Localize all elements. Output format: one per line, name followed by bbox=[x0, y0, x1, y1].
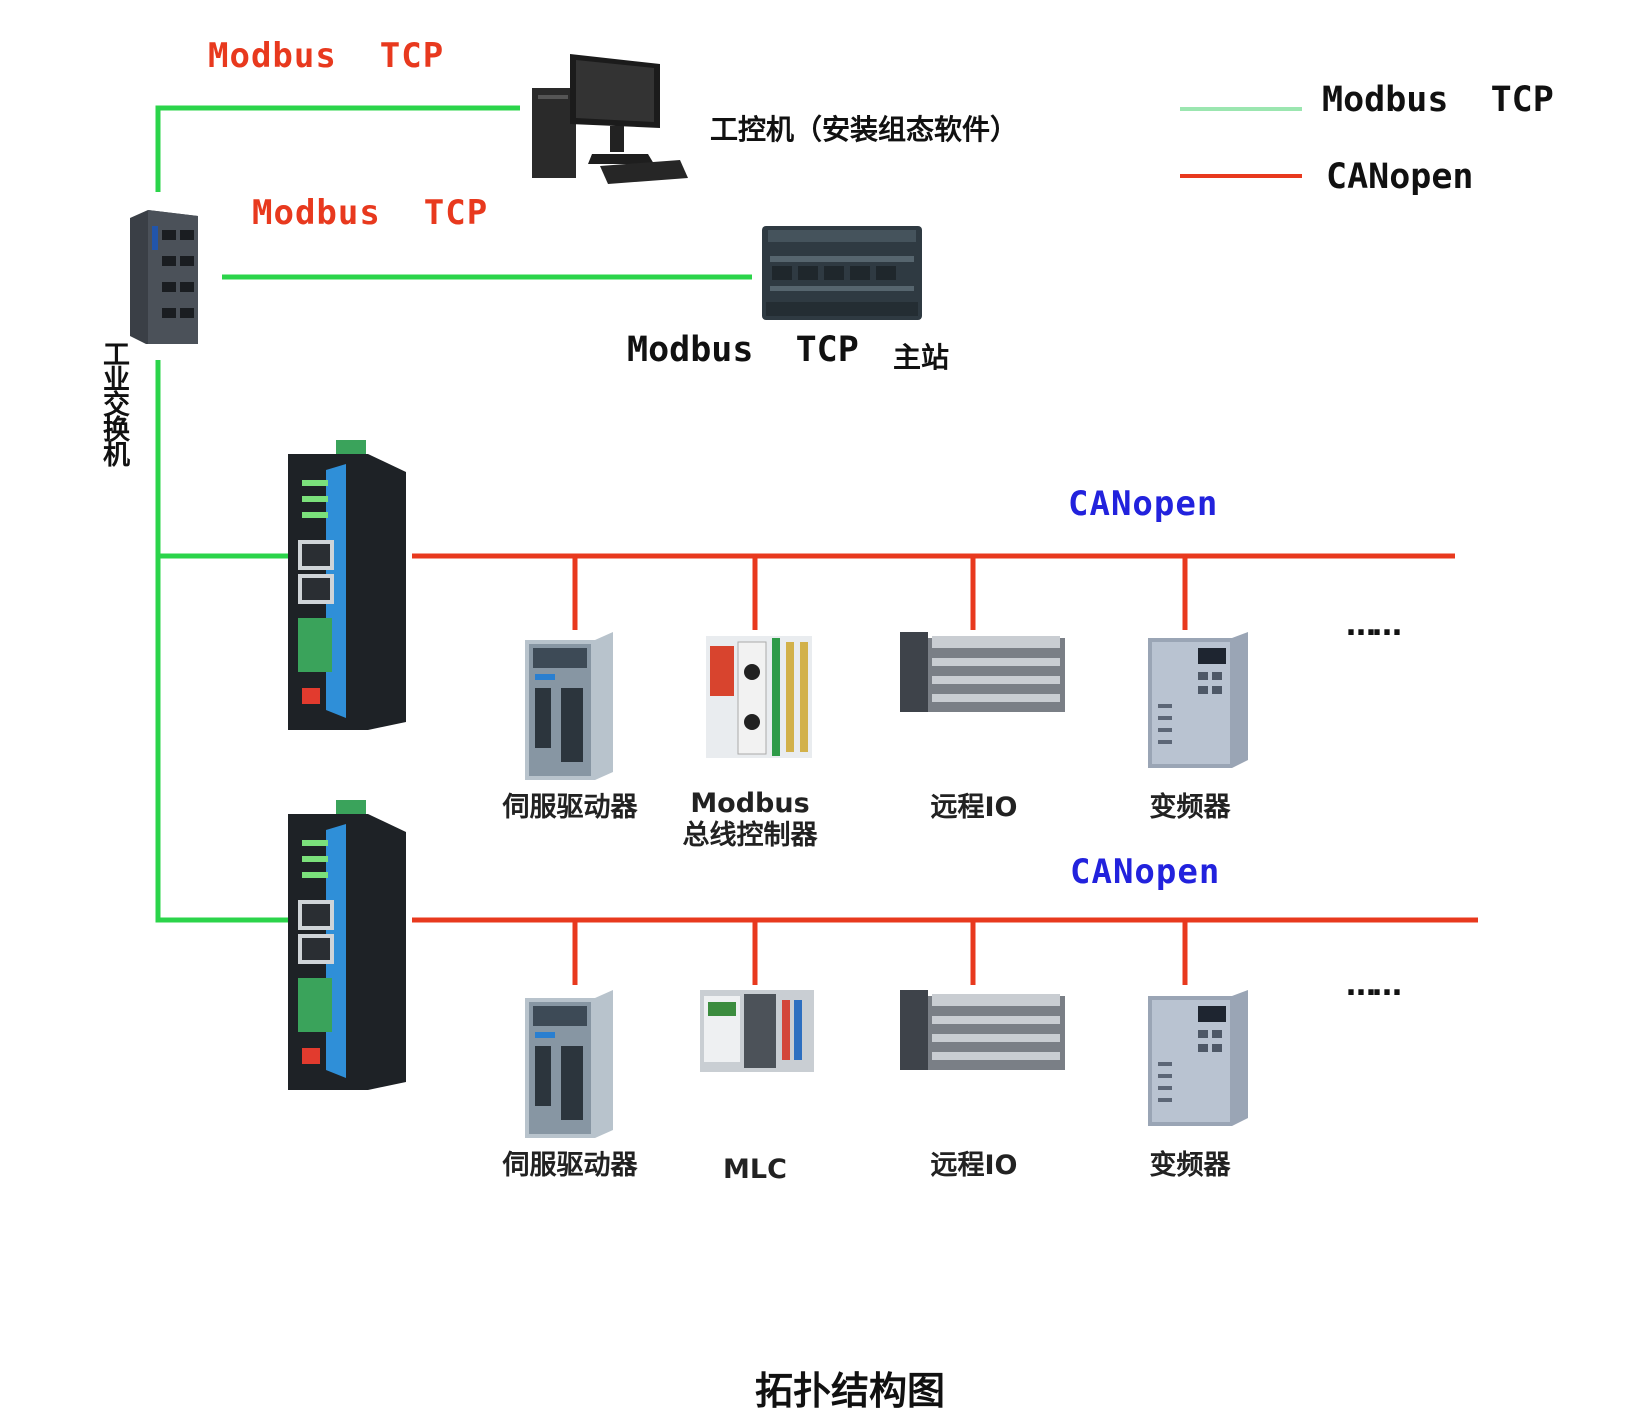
canopen-label-2: CANopen bbox=[1070, 852, 1221, 892]
more-devices-1: …… bbox=[1346, 608, 1402, 643]
remote-io-icon bbox=[900, 990, 1065, 1072]
legend-modbus-label: Modbus TCP bbox=[1322, 80, 1554, 120]
modbus-link-ipc bbox=[155, 105, 520, 192]
servo-drive-icon bbox=[525, 990, 615, 1140]
canopen-label-1: CANopen bbox=[1068, 484, 1219, 524]
more-devices-2: …… bbox=[1346, 968, 1402, 1003]
master-protocol-label: Modbus TCP bbox=[627, 330, 859, 370]
inverter-icon bbox=[1148, 990, 1248, 1126]
modbus-trunk bbox=[155, 360, 290, 923]
industrial-pc-label: 工控机（安装组态软件） bbox=[710, 113, 1019, 146]
bus1-node-label: Modbus 总线控制器 bbox=[682, 788, 818, 851]
remote-io-icon bbox=[900, 632, 1065, 714]
industrial-pc-icon bbox=[530, 50, 690, 185]
modbus-tcp-label-2: Modbus TCP bbox=[252, 193, 489, 233]
mlc-icon bbox=[700, 990, 814, 1072]
master-role-label: 主站 bbox=[893, 341, 950, 374]
bus2-node-label: MLC bbox=[723, 1154, 787, 1185]
canopen-buses bbox=[412, 553, 1478, 985]
diagram-caption: 拓扑结构图 bbox=[754, 1369, 945, 1413]
bus-controller-icon bbox=[706, 632, 812, 762]
bus2-node-label: 变频器 bbox=[1149, 1150, 1231, 1181]
gateway-2-icon bbox=[288, 800, 408, 1090]
modbus-tcp-links bbox=[155, 105, 752, 923]
modbus-tcp-label-1: Modbus TCP bbox=[208, 36, 445, 76]
bus1-node-label: 伺服驱动器 bbox=[502, 792, 638, 823]
industrial-switch-label: 工业交换机 bbox=[98, 340, 129, 465]
industrial-switch-icon bbox=[126, 210, 202, 345]
servo-drive-icon bbox=[525, 632, 615, 782]
gateway-1-icon bbox=[288, 440, 408, 730]
inverter-icon bbox=[1148, 632, 1248, 768]
bus2-node-label: 伺服驱动器 bbox=[502, 1150, 638, 1181]
legend-canopen-label: CANopen bbox=[1326, 157, 1474, 197]
bus1-node-label: 远程IO bbox=[930, 792, 1018, 823]
bus1-node-label: 变频器 bbox=[1149, 792, 1231, 823]
bus2-node-label: 远程IO bbox=[930, 1150, 1018, 1181]
plc-master-icon bbox=[762, 226, 922, 322]
